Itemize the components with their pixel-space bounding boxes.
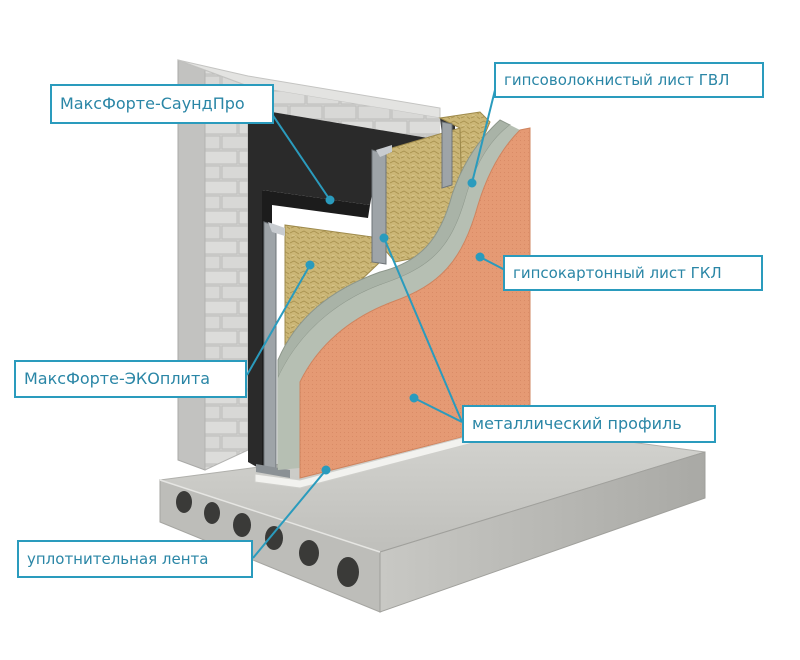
leader-dot [321,465,331,475]
gvl-sheet [277,119,520,470]
gkl-sheet [299,127,531,479]
leader-dot [467,178,477,188]
metal-profile [263,221,277,471]
leader-dot [325,195,335,205]
metal-profile [256,464,290,478]
slab-hole [204,502,220,524]
metal-profile [376,145,392,157]
label-sound-pro: МаксФорте-СаундПро [50,84,274,124]
metal-profile [371,149,387,265]
leader-gvl [471,85,497,184]
label-eco-plate: МаксФорте-ЭКОплита [14,360,247,398]
leader-tape [252,469,327,559]
label-gvl: гипсоволокнистый лист ГВЛ [494,62,764,98]
slab-hole [176,491,192,513]
leader-dot [409,393,419,403]
metal-profile [441,121,453,189]
label-gkl: гипсокартонный лист ГКЛ [503,255,763,291]
leader-dot [305,260,315,270]
leader-dot [475,252,485,262]
leader-lines [246,85,506,559]
leader-eco [246,264,311,376]
slab-hole [265,526,283,550]
leader-profile-1 [383,237,463,423]
label-sealing-tape: уплотнительная лента [17,540,253,578]
concrete-slab [159,429,706,613]
slab-hole [337,557,359,587]
slab-hole [299,540,319,566]
leader-sound-pro [271,113,331,201]
leader-gkl [479,256,506,271]
leader-profile-2 [413,397,463,423]
slab-hole [233,513,251,537]
label-metal-profile: металлический профиль [462,405,716,443]
metal-profile [268,222,285,236]
leader-dot [379,233,389,243]
